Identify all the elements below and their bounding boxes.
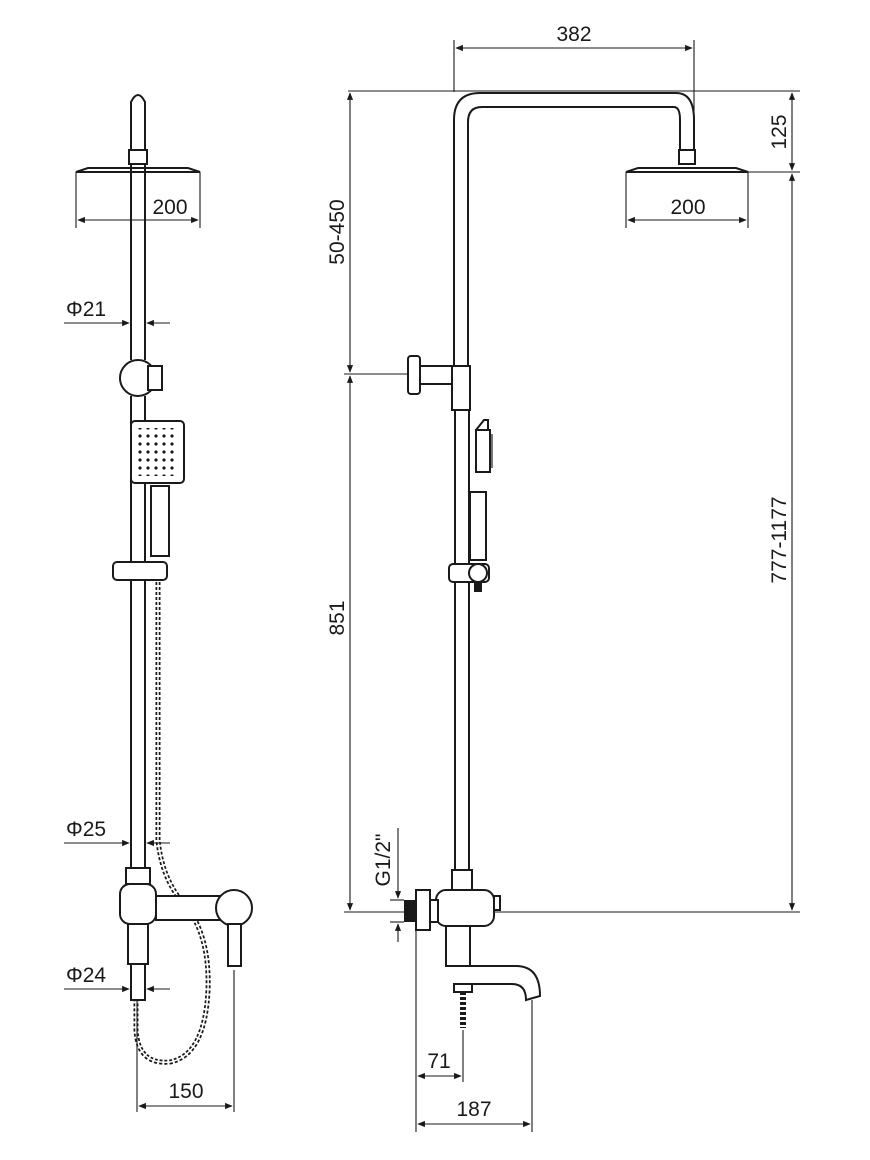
front-arm-top [130, 94, 146, 150]
side-holder-knob [468, 563, 488, 583]
hand-shower-handle [150, 485, 170, 557]
front-hose-core [135, 582, 209, 1063]
front-hose [133, 582, 211, 1065]
hand-shower-nozzles [138, 428, 178, 476]
front-head-width-label: 200 [152, 196, 187, 219]
front-head-connector [128, 149, 148, 165]
side-inlet-thread-label: G1/2" [372, 834, 395, 887]
spout-diameter-label: Φ24 [66, 964, 106, 987]
front-spout-outlet [130, 963, 146, 1001]
side-bath-spout [470, 965, 542, 1002]
front-mixer-handle-knob [215, 889, 253, 927]
side-inlet-thread [404, 900, 416, 922]
side-mixer-body [435, 889, 495, 927]
side-height-adjust-label: 50-450 [326, 199, 349, 264]
side-head-width-label: 200 [670, 196, 705, 219]
side-inlet-neck [429, 899, 439, 923]
side-view: 382 125 200 50-450 851 [326, 23, 800, 1132]
side-head-drop-label: 125 [768, 114, 791, 149]
front-mixer-collar [125, 867, 151, 885]
rail-diameter-label: Φ25 [66, 818, 106, 841]
front-shower-head-top [75, 167, 201, 173]
front-diverter-lever [147, 365, 163, 391]
side-inlet-nut [415, 889, 431, 931]
arm-diameter-label: Φ21 [66, 298, 106, 321]
side-spout-body [445, 925, 471, 967]
side-hose-nut [453, 983, 473, 993]
front-view: 200 Φ21 Φ25 [64, 94, 253, 1112]
front-mixer-lever [227, 923, 242, 967]
front-mixer-width-label: 150 [168, 1080, 203, 1103]
side-mixer-collar [451, 869, 473, 891]
side-reach-label: 382 [556, 23, 591, 46]
side-diverter-disc [407, 355, 421, 395]
side-hand-shower-top [475, 419, 489, 431]
side-mixer-lever-tab [493, 895, 501, 911]
side-total-height-label: 777-1177 [768, 496, 791, 583]
side-spout-offset-small-label: 71 [427, 1050, 450, 1073]
side-hand-shower-handle [469, 491, 487, 561]
side-diverter-housing [451, 365, 471, 411]
side-spout-offset-large-label: 187 [456, 1098, 491, 1121]
front-spout-body [127, 923, 149, 965]
side-lower-height-label: 851 [326, 600, 349, 635]
side-arm-outer [453, 92, 695, 370]
front-mixer-left-body [119, 883, 157, 925]
side-head-connector [678, 149, 696, 165]
front-slide-holder [112, 561, 168, 581]
side-diverter-stem [419, 365, 455, 385]
front-mixer-bar [155, 895, 227, 921]
side-arm-inner [467, 106, 681, 370]
side-hand-shower-face [475, 429, 491, 473]
side-shower-head-top [625, 167, 749, 173]
side-hose-connector [474, 582, 482, 592]
